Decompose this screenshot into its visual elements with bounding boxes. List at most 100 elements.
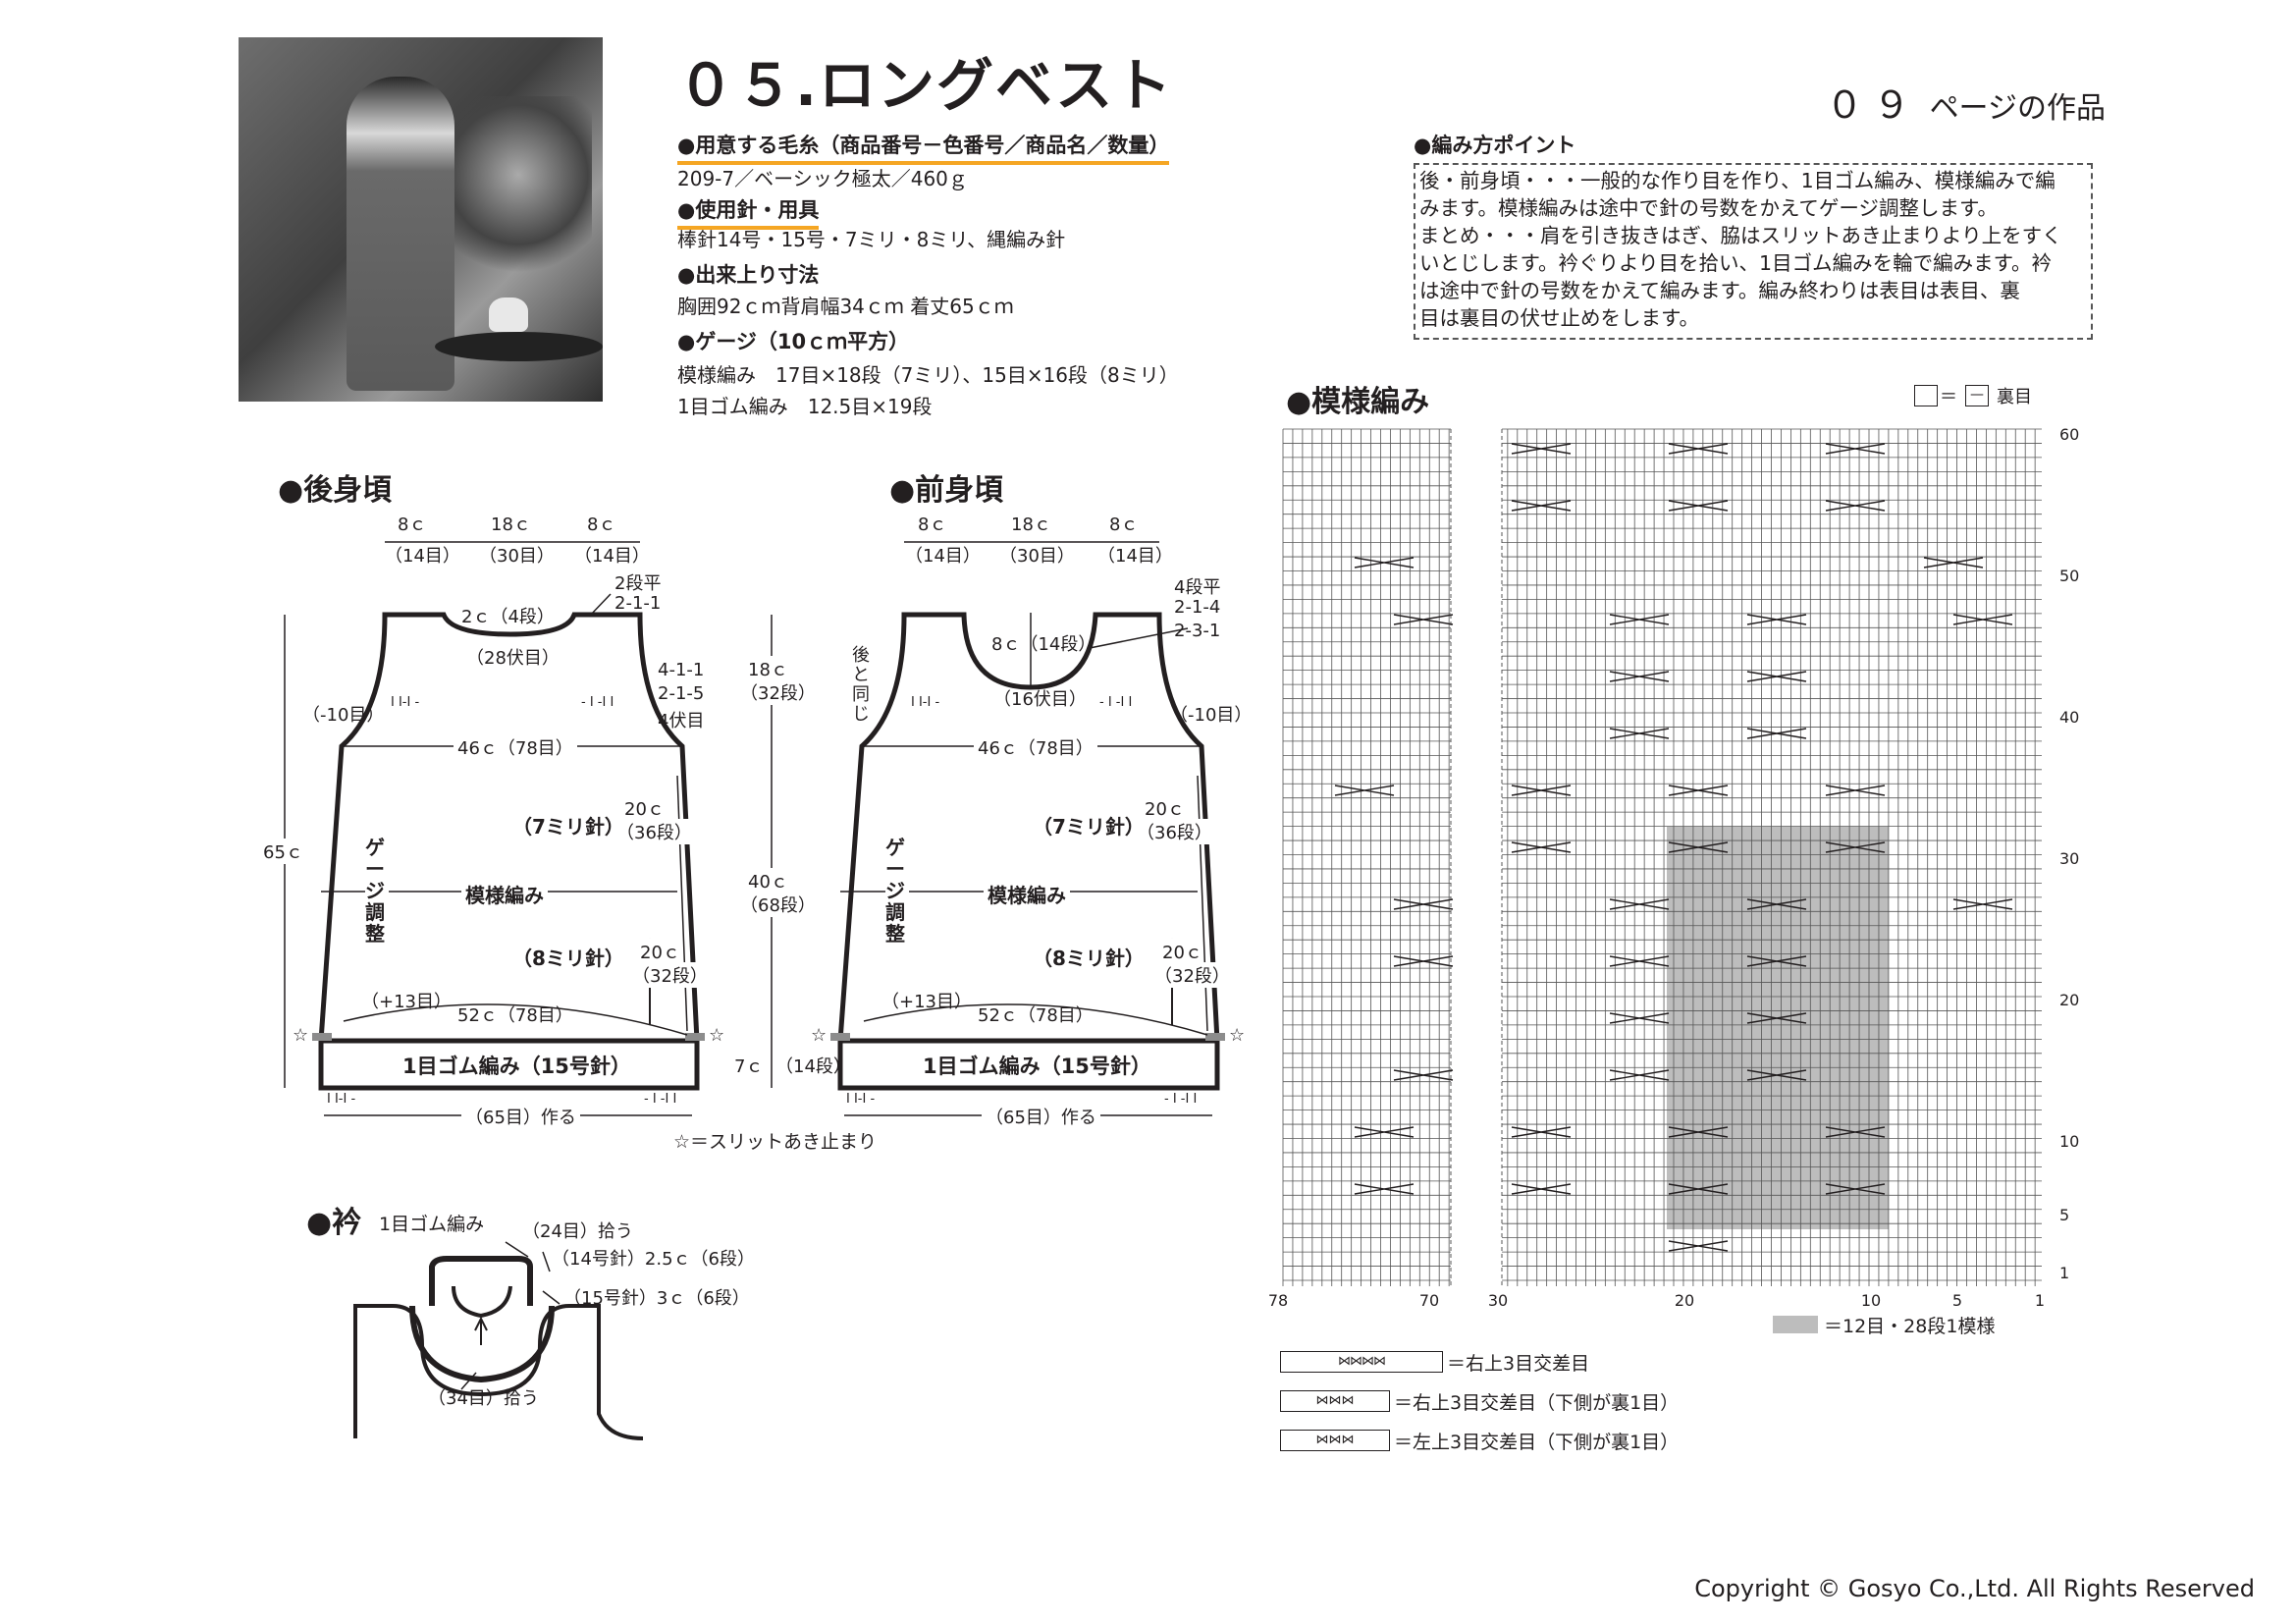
back-hem: 52ｃ（78目） (457, 1005, 573, 1026)
front-neck-shaping-3: 2-3-1 (1174, 621, 1221, 641)
col-label: 1 (2035, 1291, 2045, 1310)
front-rib: 1目ゴム編み（15号針） (923, 1055, 1151, 1078)
back-top-width-3: 8ｃ (587, 514, 616, 535)
photo-table (435, 332, 603, 361)
cable-mark (1746, 955, 1807, 967)
row-label: 50 (2059, 567, 2079, 585)
front-gauge-adj: ゲージ調整 (885, 837, 909, 945)
cable-mark (1511, 1126, 1572, 1138)
collar-body-outline (353, 1304, 644, 1440)
back-upper-side-2: （36段） (616, 819, 692, 844)
cable-mark (1609, 614, 1670, 625)
purl-symbol-icon: — (1965, 385, 1989, 406)
back-arm-shaping-2: 2-1-5 (658, 683, 705, 704)
front-top-stitch-2: （30目） (999, 546, 1075, 567)
col-label: 5 (1952, 1291, 1962, 1310)
page-ref-number: ０９ (1826, 83, 1921, 127)
row-label: 60 (2059, 425, 2079, 444)
yarn-heading: ●用意する毛糸（商品番号－色番号／商品名／数量） (677, 130, 1170, 165)
cable-mark (1668, 443, 1729, 455)
photo-model (347, 77, 454, 391)
slit-star-icon: ☆ (709, 1025, 725, 1046)
back-marks-left: I I-I - (391, 695, 420, 710)
page-ref-text: ページの作品 (1929, 91, 2106, 126)
cable-mark (1354, 1183, 1415, 1195)
cable-mark (1746, 728, 1807, 739)
front-body-len-2: （68段） (740, 892, 816, 917)
front-rib-len: 7ｃ (734, 1053, 764, 1078)
back-top-width-1: 8ｃ (398, 514, 427, 535)
collar-n15: （15号針）3ｃ（6段） (563, 1288, 750, 1309)
points-line: まとめ・・・肩を引き抜きはぎ、脇はスリットあき止まりより上をすく (1419, 224, 2062, 247)
points-line: みます。模様編みは途中で針の号数をかえてゲージ調整します。 (1419, 196, 1998, 220)
back-heading: ●後身頃 (278, 473, 393, 508)
col-label: 10 (1861, 1291, 1881, 1310)
front-marks-right: - I -I I (1099, 695, 1133, 710)
front-neck-bind: （16伏目） (993, 689, 1087, 710)
back-chest: 46ｃ（78目） (454, 734, 577, 760)
back-top-stitch-3: （14目） (574, 546, 650, 567)
back-lower-side-1: 20ｃ (640, 939, 680, 964)
cable-mark (1746, 1069, 1807, 1081)
collar-pick-top: （24目）拾う (522, 1221, 633, 1242)
back-arm-dec: （-10目） (302, 705, 385, 726)
cable-mark (1609, 955, 1670, 967)
back-arm-shaping-1: 4-1-1 (658, 660, 705, 680)
back-neck-shaping-1: 2段平 (614, 573, 662, 594)
cable-mark (1668, 1183, 1729, 1195)
points-line: は途中で針の号数をかえて編みます。編み終わりは表目は表目、裏 (1419, 279, 2020, 302)
back-inc: （+13目） (361, 992, 452, 1012)
repeat-label: ＝12目・28段1模様 (1824, 1316, 1996, 1337)
product-photo (239, 37, 603, 402)
front-top-stitch-1: （14目） (905, 546, 981, 567)
front-armhole-1: 18ｃ (748, 656, 788, 681)
needle-heading: ●使用針・用具 (677, 194, 820, 230)
front-hem: 52ｃ（78目） (978, 1005, 1094, 1026)
cable-mark (1511, 1183, 1572, 1195)
back-upper-side-1: 20ｃ (624, 795, 665, 821)
collar-n14: （14号針）2.5ｃ（6段） (552, 1249, 755, 1270)
cable-mark (1668, 785, 1729, 796)
front-inc: （+13目） (881, 992, 972, 1012)
gauge-line-1: 模様編み 17目×18段（7ミリ）、15目×16段（8ミリ） (677, 363, 1179, 387)
photo-teapot (489, 298, 528, 332)
cable-mark (1511, 500, 1572, 512)
legend-row-2: ＝右上3目交差目（下側が裏1目） (1394, 1392, 1680, 1414)
front-top-width-2: 18ｃ (1011, 514, 1051, 535)
cable-mark (1609, 671, 1670, 682)
front-needle-8: （8ミリ針） (1033, 947, 1145, 970)
back-neck-bind: （28伏目） (466, 648, 560, 669)
front-neck-label: 8ｃ（14段） (991, 634, 1096, 655)
back-needle-8: （8ミリ針） (512, 947, 624, 970)
cable-mark (1952, 614, 2013, 625)
collar-heading: ●衿 (306, 1206, 362, 1240)
legend-row-1: ＝右上3目交差目 (1447, 1353, 1590, 1375)
cable-mark (1668, 1240, 1729, 1252)
front-pattern: 模様編み (984, 880, 1070, 908)
cable-mark (1825, 785, 1886, 796)
front-top-width-1: 8ｃ (918, 514, 947, 535)
back-top-stitch-1: （14目） (385, 546, 460, 567)
points-line: いとじします。衿ぐりより目を拾い、1目ゴム編みを輪で編みます。衿 (1419, 251, 2053, 275)
back-gauge-adj: ゲージ調整 (365, 837, 389, 945)
front-armhole-2: （32段） (740, 679, 816, 705)
cable-mark (1609, 898, 1670, 910)
cable-mark (1511, 785, 1572, 796)
front-rib-marks-right: - I -I I (1164, 1092, 1198, 1107)
front-neck-shaping-1: 4段平 (1174, 577, 1221, 598)
front-same-as-back: 後と同じ (852, 645, 870, 725)
slit-star-icon: ☆ (811, 1025, 828, 1046)
cable-mark (1609, 1012, 1670, 1024)
legend-equals: ＝ (1940, 387, 1957, 407)
cable-mark (1354, 557, 1415, 568)
front-arm-dec: （-10目） (1170, 705, 1253, 726)
slit-note: ☆＝スリットあき止まり (673, 1131, 878, 1153)
page-title: ０５.ロングベスト (677, 52, 1174, 119)
front-top-width-3: 8ｃ (1109, 514, 1139, 535)
copyright: Copyright © Gosyo Co.,Ltd. All Rights Re… (1694, 1575, 2255, 1602)
points-line: 後・前身頃・・・一般的な作り目を作り、1目ゴム編み、模様編みで編 (1419, 169, 2056, 192)
back-lower-side-2: （32段） (632, 962, 708, 988)
back-neck-shaping-2: 2-1-1 (614, 593, 662, 614)
cable-mark (1746, 671, 1807, 682)
